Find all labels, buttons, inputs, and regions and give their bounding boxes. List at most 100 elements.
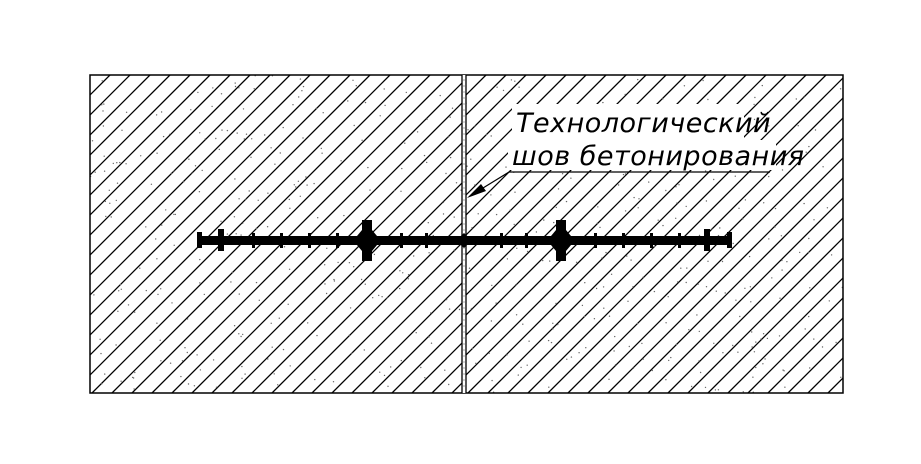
- hatch-line: [727, 277, 843, 393]
- aggregate-dot: [458, 308, 461, 311]
- aggregate-dot: [101, 104, 103, 106]
- aggregate-dot: [364, 101, 367, 104]
- aggregate-dot: [575, 261, 578, 263]
- aggregate-dot: [118, 290, 120, 292]
- aggregate-dot: [170, 172, 172, 175]
- aggregate-dot: [220, 93, 223, 95]
- aggregate-dot: [132, 377, 135, 379]
- waterstop-end-right: [727, 232, 732, 248]
- aggregate-dot: [732, 242, 734, 245]
- waterstop-small-rib: [622, 233, 625, 248]
- hatch-line: [91, 75, 411, 393]
- waterstop-center-bulb: [456, 233, 472, 248]
- aggregate-dot: [234, 85, 237, 88]
- aggregate-dot: [468, 267, 471, 269]
- aggregate-dot: [442, 213, 445, 215]
- aggregate-dot: [186, 351, 188, 354]
- aggregate-dot: [596, 222, 598, 225]
- aggregate-dot: [717, 234, 720, 237]
- aggregate-dot: [520, 366, 522, 369]
- joint-dot: [463, 337, 465, 339]
- aggregate-dot: [173, 170, 175, 172]
- aggregate-dot: [180, 375, 182, 378]
- joint-dot: [463, 91, 465, 93]
- aggregate-dot: [471, 347, 474, 349]
- joint-dot: [463, 223, 465, 225]
- aggregate-dot: [685, 281, 687, 284]
- aggregate-dot: [439, 94, 441, 97]
- aggregate-dot: [626, 255, 628, 257]
- aggregate-dot: [324, 283, 326, 285]
- aggregate-dot: [543, 219, 545, 221]
- aggregate-dot: [610, 273, 613, 275]
- aggregate-dot: [125, 163, 127, 165]
- joint-dot: [463, 325, 465, 327]
- joint-dot: [463, 277, 465, 279]
- aggregate-dot: [333, 278, 335, 281]
- aggregate-dot: [603, 307, 605, 309]
- aggregate-dot: [614, 364, 617, 366]
- aggregate-dot: [509, 209, 511, 211]
- joint-dot: [463, 205, 465, 207]
- aggregate-dot: [384, 104, 386, 107]
- aggregate-dot: [423, 154, 426, 157]
- hatch-line: [351, 282, 462, 393]
- aggregate-dot: [808, 237, 810, 240]
- left-aggregate-dots: [90, 75, 462, 390]
- aggregate-dot: [213, 309, 215, 312]
- aggregate-dot: [717, 389, 720, 391]
- aggregate-dot: [444, 369, 446, 371]
- aggregate-dot: [432, 234, 434, 237]
- aggregate-dot: [448, 383, 450, 386]
- aggregate-dot: [535, 231, 538, 233]
- aggregate-dot: [665, 379, 667, 381]
- aggregate-dot: [662, 224, 664, 227]
- aggregate-dot: [155, 114, 158, 116]
- aggregate-dot: [637, 78, 639, 81]
- aggregate-dot: [502, 89, 505, 92]
- aggregate-dot: [624, 173, 627, 175]
- aggregate-dot: [301, 90, 303, 92]
- aggregate-dot: [105, 215, 107, 218]
- aggregate-dot: [299, 195, 301, 197]
- aggregate-dot: [485, 134, 487, 136]
- hatch-line: [848, 75, 921, 393]
- aggregate-dot: [102, 110, 104, 112]
- joint-dot: [463, 139, 465, 141]
- aggregate-dot: [506, 258, 509, 260]
- aggregate-dot: [698, 234, 701, 237]
- aggregate-dot: [809, 287, 811, 289]
- aggregate-dot: [241, 222, 244, 225]
- aggregate-dot: [648, 181, 650, 183]
- aggregate-dot: [782, 369, 784, 371]
- aggregate-dot: [212, 359, 215, 361]
- aggregate-dot: [337, 261, 339, 264]
- aggregate-dot: [293, 184, 295, 186]
- hatch-line: [527, 77, 843, 393]
- aggregate-dot: [808, 251, 810, 253]
- aggregate-dot: [349, 307, 352, 309]
- aggregate-dot: [221, 129, 223, 131]
- aggregate-dot: [490, 194, 492, 196]
- aggregate-dot: [734, 175, 736, 177]
- aggregate-dot: [774, 207, 777, 210]
- aggregate-dot: [781, 259, 783, 262]
- aggregate-dot: [299, 78, 302, 80]
- joint-dot: [463, 331, 465, 333]
- aggregate-dot: [238, 333, 240, 335]
- aggregate-dot: [145, 289, 147, 292]
- aggregate-dot: [270, 147, 272, 149]
- joint-dot: [463, 85, 465, 87]
- aggregate-dot: [383, 374, 386, 377]
- aggregate-dot: [289, 207, 291, 209]
- aggregate-dot: [321, 152, 323, 154]
- hatch-line: [191, 122, 462, 393]
- aggregate-dot: [805, 151, 807, 153]
- joint-dot: [463, 145, 465, 147]
- aggregate-dot: [797, 125, 799, 127]
- aggregate-dot: [103, 155, 105, 157]
- aggregate-dot: [665, 189, 667, 192]
- waterstop-small-rib: [308, 233, 311, 248]
- aggregate-dot: [150, 183, 153, 185]
- aggregate-dot: [174, 213, 177, 216]
